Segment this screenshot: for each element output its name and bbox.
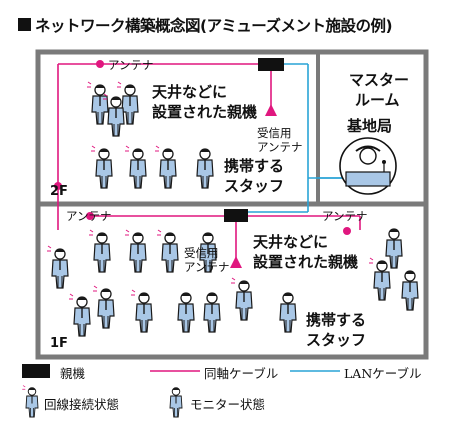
legend-connected-icon (22, 385, 39, 418)
staff-figure (91, 145, 113, 189)
ceiling-parent-label-1f-l1: 天井などに (253, 233, 329, 251)
staff-figure (117, 81, 139, 125)
receive-antenna-1f-icon (230, 256, 242, 268)
diagram-title: ネットワーク構築概念図(アミューズメント施設の例) (35, 17, 393, 35)
parent-unit-2f (258, 58, 284, 71)
staff-label-1f-l2: スタッフ (306, 331, 367, 349)
staff-figure (196, 148, 214, 189)
staff-figure (401, 270, 419, 311)
ceiling-parent-label-2f-l1: 天井などに (152, 83, 228, 101)
staff-label-2f-l1: 携帯する (224, 157, 285, 175)
antenna-label-1f-right: アンテナ (322, 209, 368, 223)
staff-figure (199, 232, 217, 273)
staff-figure (93, 285, 115, 329)
parent-unit-1f (224, 209, 248, 222)
ceiling-parent-label-1f-l2: 設置された親機 (253, 253, 359, 271)
coax-cables-1f (90, 215, 361, 262)
receive-antenna-label-1f-l1: 受信用 (184, 246, 219, 260)
coax-cables-2f (57, 63, 272, 230)
staff-figure (87, 81, 109, 125)
legend-connected-label: 回線接続状態 (44, 397, 120, 412)
antenna-dot-2f-lower (54, 182, 62, 190)
staff-label-2f-l2: スタッフ (224, 177, 285, 195)
staff-figure (89, 229, 111, 273)
staff-figure (369, 257, 391, 301)
legend-monitor-label: モニター状態 (190, 397, 266, 412)
receive-antenna-2f-icon (265, 104, 277, 116)
floor-label-2f: 2F (50, 184, 68, 199)
antenna-label-2f: アンテナ (108, 58, 154, 72)
legend-parent-label: 親機 (60, 366, 86, 381)
legend-parent-icon (22, 364, 50, 378)
ceiling-parent-label-2f-l2: 設置された親機 (152, 103, 258, 121)
staff-figure (157, 229, 179, 273)
legend-lan-label: LANケーブル (344, 366, 422, 381)
staff-figures (47, 81, 419, 337)
staff-figure (103, 93, 125, 137)
receive-antenna-label-2f-l1: 受信用 (257, 126, 292, 140)
base-station-icon (339, 137, 397, 195)
antenna-dot-1f (86, 212, 94, 220)
legend-monitor-icon (169, 387, 183, 418)
title-bullet-icon (18, 18, 31, 31)
antenna-dot-2f (96, 60, 104, 68)
staff-figure (177, 292, 195, 333)
floor-label-1f: 1F (50, 336, 68, 351)
staff-figure (125, 229, 147, 273)
lan-cables (248, 63, 345, 213)
staff-figure (279, 292, 297, 333)
legend-coax-label: 同軸ケーブル (204, 366, 279, 381)
master-room-label-l1: マスター (349, 71, 410, 89)
staff-figure (385, 228, 403, 269)
master-room-label-l2: ルーム (355, 91, 400, 109)
staff-figure (203, 292, 221, 333)
receive-antenna-label-1f-l2: アンテナ (184, 260, 230, 274)
staff-figure (231, 277, 253, 321)
staff-figure (69, 293, 91, 337)
antenna-label-1f: アンテナ (66, 209, 112, 223)
antenna-dot-1f-right (343, 227, 351, 235)
staff-figure (155, 145, 177, 189)
staff-label-1f-l1: 携帯する (306, 311, 367, 329)
staff-figure (47, 245, 69, 289)
receive-antenna-label-2f-l2: アンテナ (257, 140, 303, 154)
staff-figure (125, 145, 147, 189)
staff-figure (131, 289, 153, 333)
base-station-label: 基地局 (347, 117, 393, 135)
